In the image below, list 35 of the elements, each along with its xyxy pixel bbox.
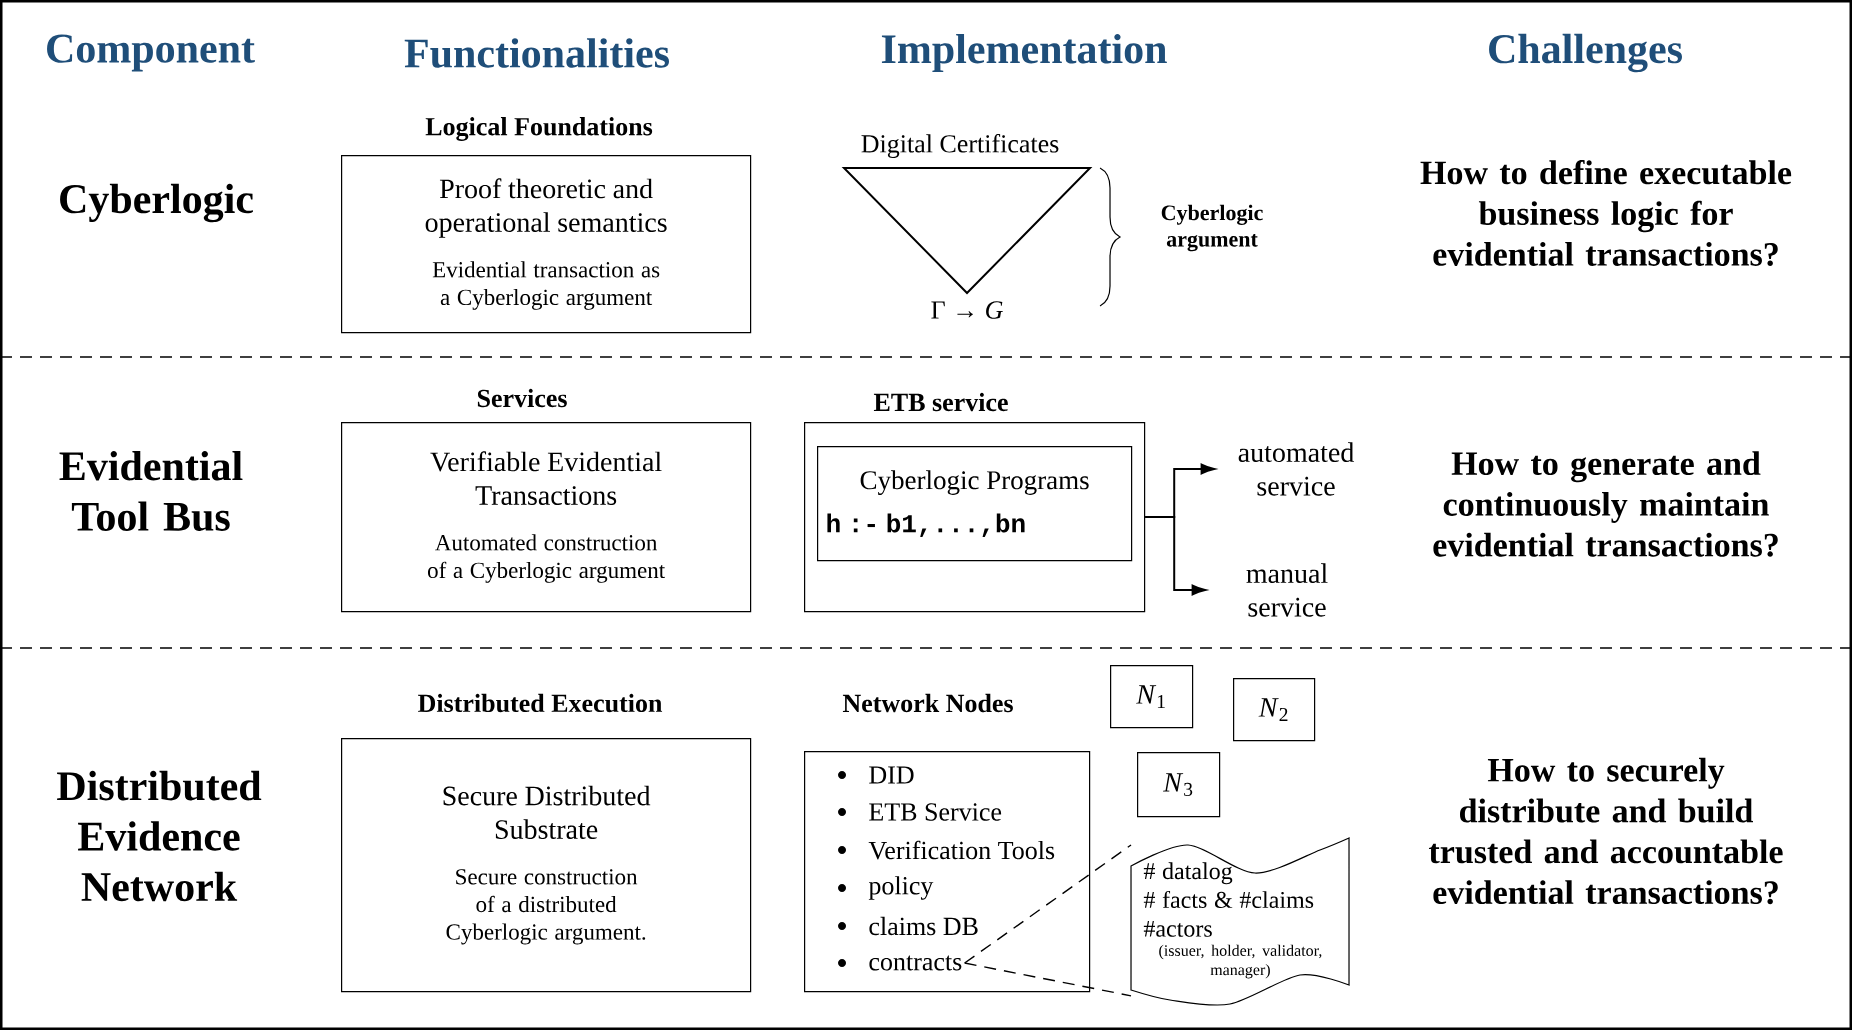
box-heading: Distributed Execution	[418, 693, 663, 713]
column-heading: Functionalities	[404, 38, 669, 68]
text-box: Verifiable Evidential Transactions Automated construction of a Cyberlogic argument	[341, 422, 752, 613]
service-label: manual service	[1246, 563, 1328, 617]
diagram-label: Digital Certificates	[861, 134, 1059, 158]
list-item: claims DB	[869, 916, 978, 936]
brace-label: Cyberlogic argument	[1161, 204, 1263, 252]
challenge-question: How to define executable business logic for evidential transactions?	[1420, 160, 1792, 266]
challenge-question: How to generate and continuously maintain evidential transactions?	[1433, 451, 1778, 557]
list-item: DID	[869, 766, 914, 784]
service-label: automated service	[1238, 442, 1355, 496]
row-heading: Evidential Tool Bus	[59, 451, 243, 532]
row-heading: Cyberlogic	[60, 183, 253, 223]
network-node-box: N$_{3}$	[1137, 752, 1221, 818]
text-box: Proof theoretic and operational semantics Evidential transaction as a Cyberlogic argument	[341, 155, 752, 334]
box-heading: Network Nodes	[842, 693, 1013, 713]
column-heading: Challenges	[1489, 33, 1682, 73]
list-item: ETB Service	[869, 803, 1002, 821]
challenge-question: How to securely distribute and build trusted and accountable evidential transactions?	[1429, 757, 1783, 905]
box-heading: Services	[477, 388, 567, 408]
text-box: Secure Distributed Substrate Secure construction of a distributed Cyberlogic argument.	[341, 738, 752, 993]
box-heading: Logical Foundations	[425, 117, 653, 141]
row-heading: Distributed Evidence Network	[57, 770, 262, 902]
program-box: Cyberlogic Programs h :- b1,...,bn	[817, 446, 1133, 562]
list-item: Verification Tools	[868, 840, 1055, 860]
list-item: policy	[868, 876, 934, 900]
list-item: contracts	[869, 955, 962, 971]
column-heading: Implementation	[881, 33, 1167, 73]
diagram-label: Γ → G	[931, 301, 1003, 319]
column-heading: Component	[47, 34, 255, 72]
network-node-box: N$_{1}$	[1110, 665, 1194, 729]
box-heading: ETB service	[873, 392, 1008, 412]
leader-line	[963, 844, 1132, 964]
network-node-box: N$_{2}$	[1233, 678, 1316, 742]
leader-line	[963, 962, 1132, 997]
